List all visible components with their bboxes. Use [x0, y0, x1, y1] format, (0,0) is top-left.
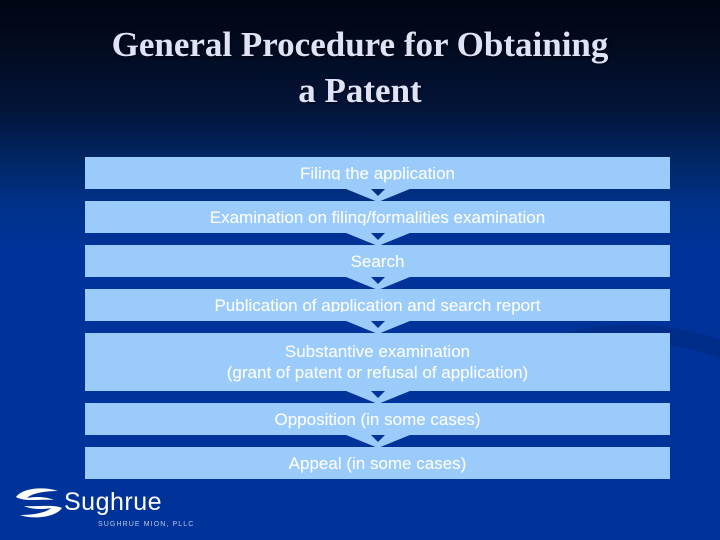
flow-step-label-line-1: Substantive examination: [284, 342, 471, 361]
flow-step-label: Search: [350, 251, 405, 271]
flow-step-filing: Filing the application: [85, 157, 670, 189]
flow-step-substantive-examination: Substantive examination (grant of patent…: [85, 333, 670, 391]
flow-step-label-line-2: (grant of patent or refusal of applicati…: [226, 363, 529, 382]
flow-step-label: Filing the application: [300, 163, 455, 183]
logo-subtitle: SUGHRUE MION, PLLC: [98, 521, 195, 528]
flow-arrow-6: [85, 426, 670, 448]
flow-step-label: Examination on filing/formalities examin…: [209, 207, 546, 227]
slide-title: General Procedure for Obtaining a Patent: [18, 22, 702, 114]
flow-step-formalities-examination: Examination on filing/formalities examin…: [85, 201, 670, 233]
flow-step-appeal: Appeal (in some cases): [85, 447, 670, 479]
flow-arrow-2: [85, 224, 670, 246]
flow-arrow-5: [85, 382, 670, 404]
flow-arrow-1: [85, 180, 670, 202]
slide-title-line-1: General Procedure for Obtaining: [111, 25, 609, 64]
flow-step-search: Search: [85, 245, 670, 277]
slide-title-line-2: a Patent: [298, 71, 422, 110]
flow-step-opposition: Opposition (in some cases): [85, 403, 670, 435]
logo-wordmark: Sughrue: [64, 488, 163, 516]
patent-procedure-flowchart: Filing the application Examination on fi…: [85, 157, 670, 479]
flow-step-label: Appeal (in some cases): [288, 453, 467, 473]
flow-step-publication: Publication of application and search re…: [85, 289, 670, 321]
flow-arrow-3: [85, 268, 670, 290]
flow-step-label: Publication of application and search re…: [214, 295, 541, 315]
swoosh-s-icon: [10, 484, 68, 524]
flow-arrow-4: [85, 312, 670, 334]
sughrue-logo: Sughrue SUGHRUE MION, PLLC: [8, 482, 218, 540]
flow-step-label: Opposition (in some cases): [274, 409, 481, 429]
